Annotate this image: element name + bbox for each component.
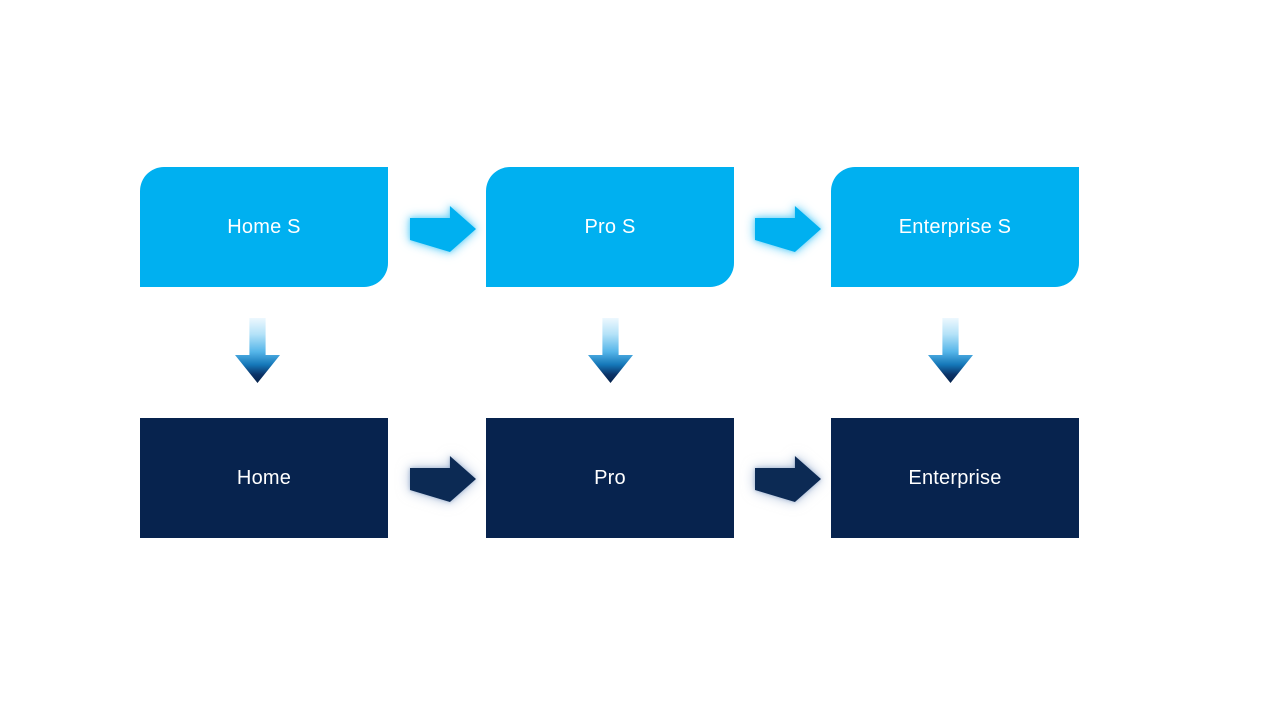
down-arrow-icon — [588, 318, 633, 383]
node-label: Pro S — [584, 215, 636, 238]
node-label: Home S — [227, 215, 301, 238]
right-arrow-icon — [755, 206, 821, 252]
node-pro: Pro — [486, 418, 734, 538]
node-label: Home — [236, 466, 292, 489]
node-pro-s: Pro S — [486, 167, 734, 287]
node-home-s: Home S — [140, 167, 388, 287]
down-arrow-icon — [928, 318, 973, 383]
right-arrow-icon — [410, 206, 476, 252]
right-arrow-icon — [410, 456, 476, 502]
down-arrow-icon — [235, 318, 280, 383]
node-label: Enterprise — [908, 466, 1002, 489]
node-label: Pro — [594, 466, 626, 489]
right-arrow-icon — [755, 456, 821, 502]
node-home: Home — [140, 418, 388, 538]
node-label: Enterprise S — [898, 215, 1012, 238]
node-enterprise: Enterprise — [831, 418, 1079, 538]
node-enterprise-s: Enterprise S — [831, 167, 1079, 287]
